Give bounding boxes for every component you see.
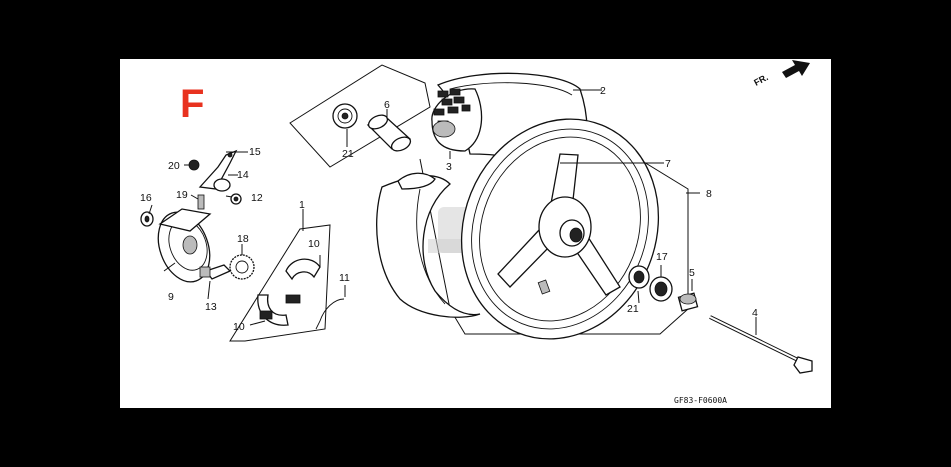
section-label: F	[180, 82, 204, 126]
brake-spring-11	[315, 298, 345, 330]
inner-tube	[431, 88, 483, 152]
callout-9: 9	[168, 291, 174, 303]
brake-panel-9	[157, 208, 212, 283]
callout-10-upper: 10	[308, 238, 320, 250]
brake-shoe-lower	[257, 294, 289, 326]
callout-4: 4	[752, 307, 758, 319]
nut-20	[188, 159, 200, 171]
side-collar-5	[677, 292, 699, 312]
callout-21-top: 21	[342, 148, 354, 160]
callout-11: 11	[339, 272, 350, 284]
bearing-21-right	[628, 265, 650, 289]
front-arrow-icon	[782, 60, 810, 78]
callout-15: 15	[249, 146, 261, 158]
callout-14: 14	[237, 169, 249, 181]
callout-10-lower: 10	[233, 321, 245, 333]
callout-1: 1	[299, 199, 305, 211]
callout-6: 6	[384, 99, 390, 111]
callout-2: 2	[600, 85, 606, 97]
callout-20: 20	[168, 160, 180, 172]
front-wheel-exploded-view: F FR.	[140, 60, 813, 405]
wear-indicator-14	[213, 178, 231, 192]
wheel-group-outline	[419, 158, 689, 335]
direction-label: FR.	[752, 72, 769, 88]
callout-3: 3	[446, 161, 452, 173]
brake-shoe-group-outline	[229, 224, 331, 342]
axle-4	[709, 315, 813, 374]
callout-7: 7	[665, 158, 671, 170]
tire-side-section	[376, 172, 481, 318]
callout-18: 18	[237, 233, 249, 245]
callout-19: 19	[176, 189, 188, 201]
leader-lines	[148, 89, 757, 335]
callout-12: 12	[251, 192, 263, 204]
front-direction-indicator: FR.	[752, 60, 810, 88]
callout-17: 17	[656, 251, 668, 263]
bearing-collar-group-outline	[289, 64, 431, 168]
callout-16: 16	[140, 192, 152, 204]
bearing-17	[649, 276, 673, 302]
callout-5: 5	[689, 267, 695, 279]
diagram-code: GF83-F0600A	[674, 396, 727, 405]
brake-shoe-upper	[285, 258, 321, 304]
bolt-19	[197, 194, 205, 210]
parts-diagram-sheet: F FR.	[120, 59, 831, 408]
callout-numbers: 1 2 3 4 5 6 7 8 9 10 10 11 12 13 14 15 1…	[140, 85, 758, 333]
washer-12	[230, 193, 242, 205]
wheel-rim	[460, 118, 660, 340]
speedometer-gear-18	[229, 254, 255, 280]
callout-8: 8	[706, 188, 712, 200]
bearing-21-top	[332, 103, 358, 129]
brake-cam-13	[199, 264, 232, 280]
callout-13: 13	[205, 301, 217, 313]
callout-21-right: 21	[627, 303, 639, 315]
washer-16	[140, 211, 154, 227]
distance-collar-6	[366, 114, 412, 152]
